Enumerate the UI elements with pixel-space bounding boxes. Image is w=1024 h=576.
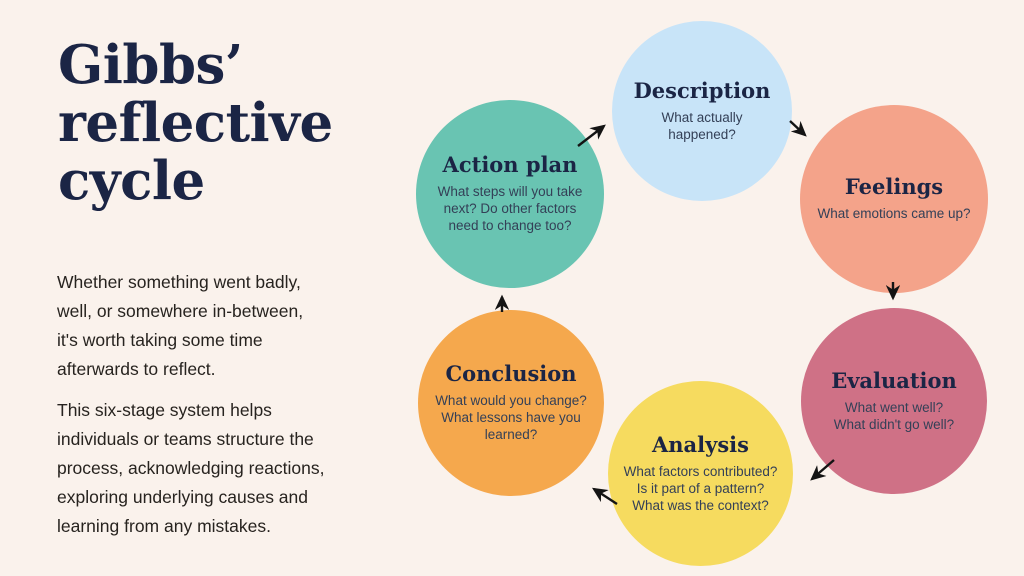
stage-feelings-prompt: What emotions came up? bbox=[817, 206, 971, 221]
stage-evaluation-prompt: What went well? What didn't go well? bbox=[833, 399, 955, 432]
stage-conclusion-title: Conclusion bbox=[445, 361, 577, 386]
page-title: Gibbs’ reflective cycle bbox=[58, 34, 333, 212]
stage-evaluation-title: Evaluation bbox=[831, 367, 957, 393]
stage-action-plan: Action plan What steps will you take nex… bbox=[416, 100, 604, 288]
intro-paragraph-1: Whether something went badly, well, or s… bbox=[57, 272, 304, 379]
arrow-description-to-feelings-icon bbox=[789, 120, 807, 137]
stage-description: Description What actually happened? bbox=[612, 21, 792, 201]
intro-paragraph-2: This six-stage system helps individuals … bbox=[57, 400, 325, 536]
stage-description-prompt: What actually happened? bbox=[661, 109, 743, 142]
stage-conclusion: Conclusion What would you change? What l… bbox=[418, 310, 604, 496]
stage-conclusion-prompt: What would you change? What lessons have… bbox=[435, 393, 587, 442]
stage-action-plan-title: Action plan bbox=[442, 152, 578, 177]
stage-analysis: Analysis What factors contributed? Is it… bbox=[608, 381, 793, 566]
stage-feelings-title: Feelings bbox=[844, 174, 944, 199]
stage-analysis-prompt: What factors contributed? Is it part of … bbox=[623, 463, 778, 513]
stage-description-title: Description bbox=[633, 77, 771, 103]
stage-evaluation: Evaluation What went well? What didn't g… bbox=[801, 308, 987, 494]
stage-analysis-title: Analysis bbox=[652, 431, 749, 457]
stage-action-plan-prompt: What steps will you take next? Do other … bbox=[437, 184, 583, 233]
stage-feelings: Feelings What emotions came up? bbox=[800, 105, 988, 293]
